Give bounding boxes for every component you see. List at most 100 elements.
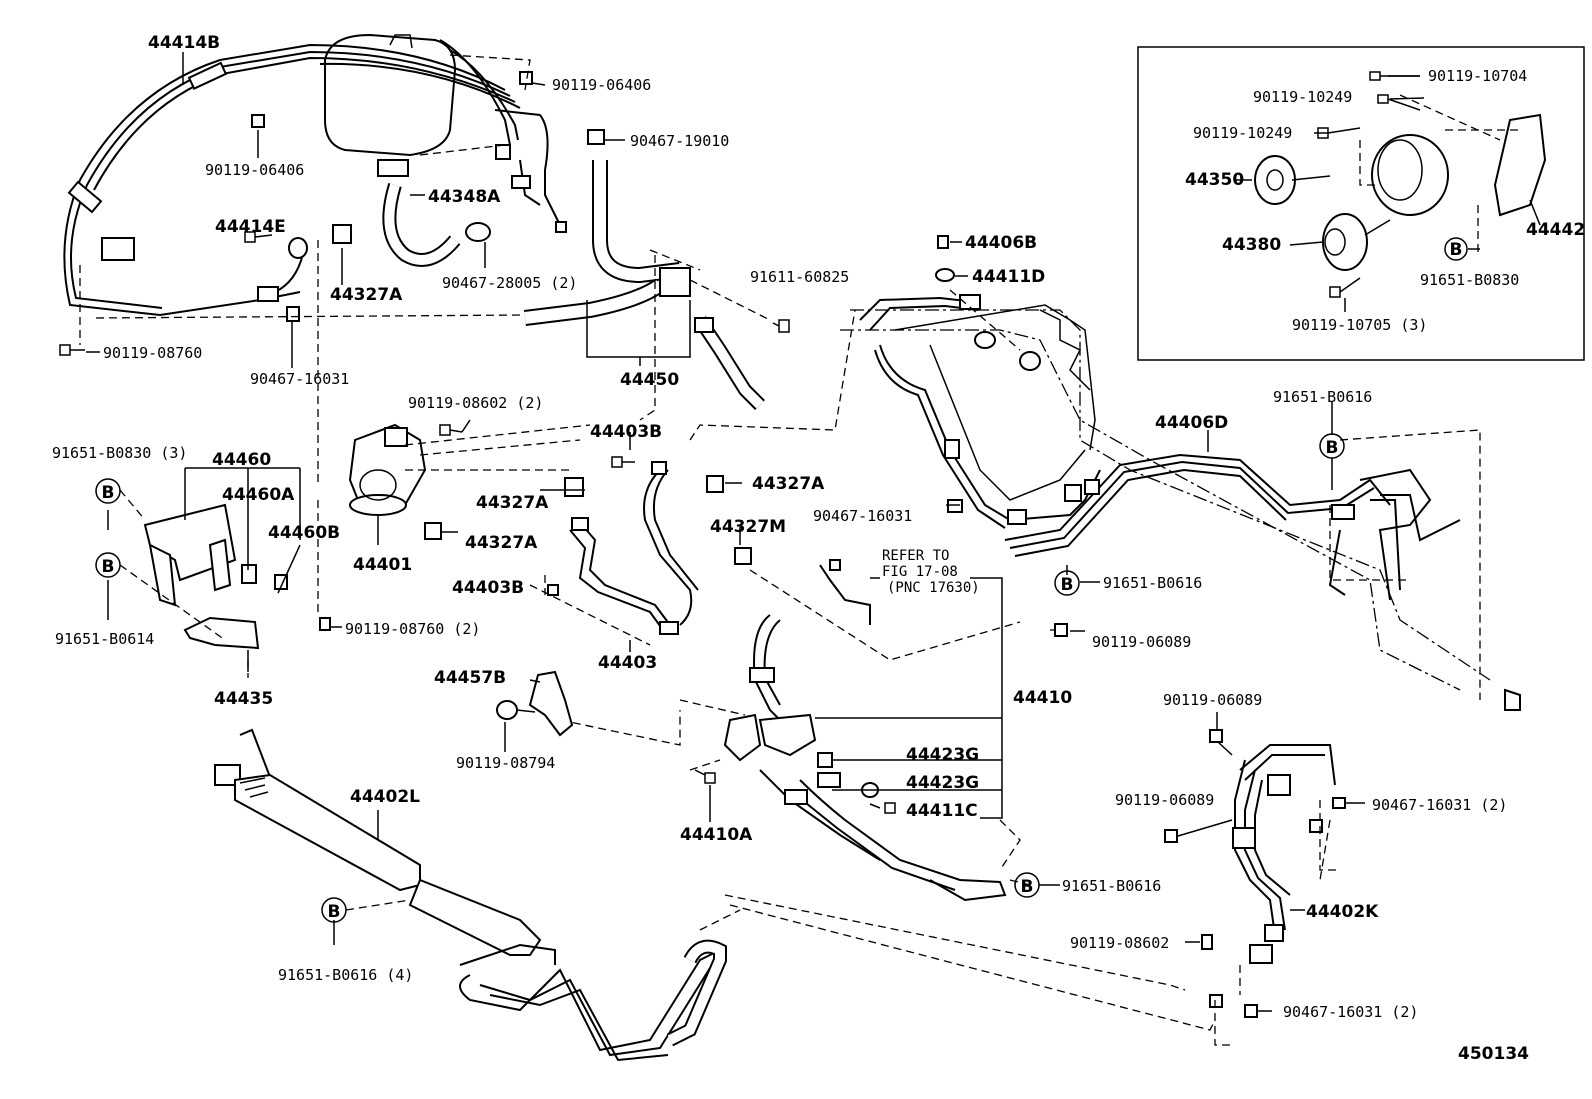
leaders-top-left [79, 52, 771, 485]
steering-rack [840, 235, 1491, 691]
refer-note: REFER TO FIG 17-08 (PNC 17630) [870, 548, 980, 596]
inset-panel: B 90119-10704 90119-10249 90119-10249 44… [1137, 46, 1585, 361]
b-marker-center-letter: B [1021, 877, 1034, 897]
bolt-90119-08760-a [59, 344, 85, 356]
bolt-44414E [244, 231, 273, 243]
b-marker-bottom [321, 897, 347, 923]
label-44423G-b: 44423G [906, 773, 979, 793]
label-90119-06406-b: 90119-06406 [205, 161, 304, 179]
label-90119-08794: 90119-08794 [456, 754, 555, 772]
label-90119-08602-b: 90119-08602 [1070, 934, 1169, 952]
b-marker-inset [1444, 237, 1468, 261]
label-90119-08760-2: 90119-08760 (2) [345, 620, 480, 638]
bolt-44411C [869, 802, 896, 814]
b-marker-left-b [95, 552, 121, 578]
gasket-44411D [935, 268, 955, 282]
label-44401: 44401 [353, 555, 412, 575]
label-44406B: 44406B [965, 233, 1037, 253]
bracket-group-44460: B B [95, 467, 342, 678]
label-44327M: 44327M [710, 517, 786, 537]
pipe-44402K [1164, 712, 1365, 1046]
label-44403: 44403 [598, 653, 657, 673]
bolt-90119-10249-a [1377, 94, 1421, 111]
label-44403B-b: 44403B [452, 578, 524, 598]
pipe-44414B [63, 43, 521, 317]
label-44410: 44410 [1013, 688, 1072, 708]
b-marker-right-a [1319, 433, 1345, 459]
clamp-90467-28005 [465, 222, 491, 242]
label-90119-10704: 90119-10704 [1428, 67, 1527, 85]
bolt-90119-06406-a [519, 71, 533, 85]
label-44457B: 44457B [434, 668, 506, 688]
label-91651-B0830: 91651-B0830 [1420, 271, 1519, 289]
pump-44401 [348, 419, 591, 545]
label-44460B: 44460B [268, 523, 340, 543]
label-90119-06406-a: 90119-06406 [552, 76, 651, 94]
bolt-90119-08602-a [439, 424, 463, 436]
bolt-90119-10249-b [1317, 127, 1361, 139]
bolt-90119-08794 [496, 700, 518, 720]
bolt-90119-06089-a [1054, 623, 1068, 637]
label-44442: 44442 [1526, 220, 1585, 240]
label-91651-B0614: 91651-B0614 [55, 630, 154, 648]
b-marker-left-b-letter: B [102, 557, 115, 577]
label-44403B-a: 44403B [590, 422, 662, 442]
ring-44423G-a [817, 752, 833, 768]
label-44327A-d: 44327A [752, 474, 825, 494]
label-91651-B0616-b: 91651-B0616 [1103, 574, 1202, 592]
label-44414E: 44414E [215, 217, 286, 237]
label-44327A-a: 44327A [330, 285, 403, 305]
label-90119-10705: 90119-10705 (3) [1292, 316, 1427, 334]
label-44348A: 44348A [428, 187, 501, 207]
b-marker-right-b-letter: B [1061, 575, 1074, 595]
label-44435: 44435 [214, 689, 273, 709]
grommet-44327M [734, 547, 752, 565]
label-91611-60825: 91611-60825 [750, 268, 849, 286]
label-90467-16031-2b: 90467-16031 (2) [1283, 1003, 1418, 1021]
bolt-90119-10705 [1329, 277, 1361, 298]
pump-body [1371, 134, 1449, 216]
label-90467-16031-2a: 90467-16031 (2) [1372, 796, 1507, 814]
label-44406D: 44406D [1155, 413, 1228, 433]
bracket-44435 [183, 616, 260, 650]
clamp-reservoir [377, 159, 409, 177]
label-44350: 44350 [1185, 170, 1244, 190]
bolt-90119-08760-2 [319, 617, 331, 631]
pipe-44403 [529, 309, 1021, 661]
small-fasteners-top-left [59, 71, 790, 356]
label-44410A: 44410A [680, 825, 753, 845]
b-marker-right-b [1054, 570, 1080, 596]
part-labels: 44414B 90119-06406 90119-06406 90467-190… [52, 33, 1529, 1064]
label-90119-06089-a: 90119-06089 [1092, 633, 1191, 651]
bolt-90119-06089-c [1164, 829, 1178, 843]
label-90467-16031-b: 90467-16031 [813, 507, 912, 525]
pipe-44410: B [559, 559, 1085, 902]
refer-note-line3: (PNC 17630) [887, 580, 980, 596]
cooler-44402L: B [214, 728, 1216, 1062]
label-44327A-c: 44327A [465, 533, 538, 553]
label-44327A-b: 44327A [476, 493, 549, 513]
bracket-44442 [1493, 113, 1547, 217]
b-marker-bottom-letter: B [328, 902, 341, 922]
label-44402K: 44402K [1306, 902, 1379, 922]
bolt-90119-06406-b [251, 114, 265, 128]
label-91651-B0830-3: 91651-B0830 (3) [52, 444, 187, 462]
label-91651-B0616-a: 91651-B0616 [1273, 388, 1372, 406]
b-marker-inset-letter: B [1450, 240, 1463, 260]
label-44460: 44460 [212, 450, 271, 470]
inset-border [1137, 46, 1585, 361]
pulley-44350 [1254, 155, 1296, 205]
clip-90467-16031-2b [1244, 1004, 1258, 1018]
pipe-lines-reservoir-right [439, 39, 765, 410]
clamp-90467-19010 [587, 129, 605, 145]
b-marker-right-a-letter: B [1326, 438, 1339, 458]
label-90467-19010: 90467-19010 [630, 132, 729, 150]
label-44450: 44450 [620, 370, 679, 390]
label-90119-06089-b: 90119-06089 [1163, 691, 1262, 709]
bolt-90119-06089-b [1209, 729, 1223, 743]
bolt-44406B [937, 235, 949, 249]
grommet-44327A-d [706, 475, 724, 493]
refer-note-line1: REFER TO [882, 548, 949, 564]
